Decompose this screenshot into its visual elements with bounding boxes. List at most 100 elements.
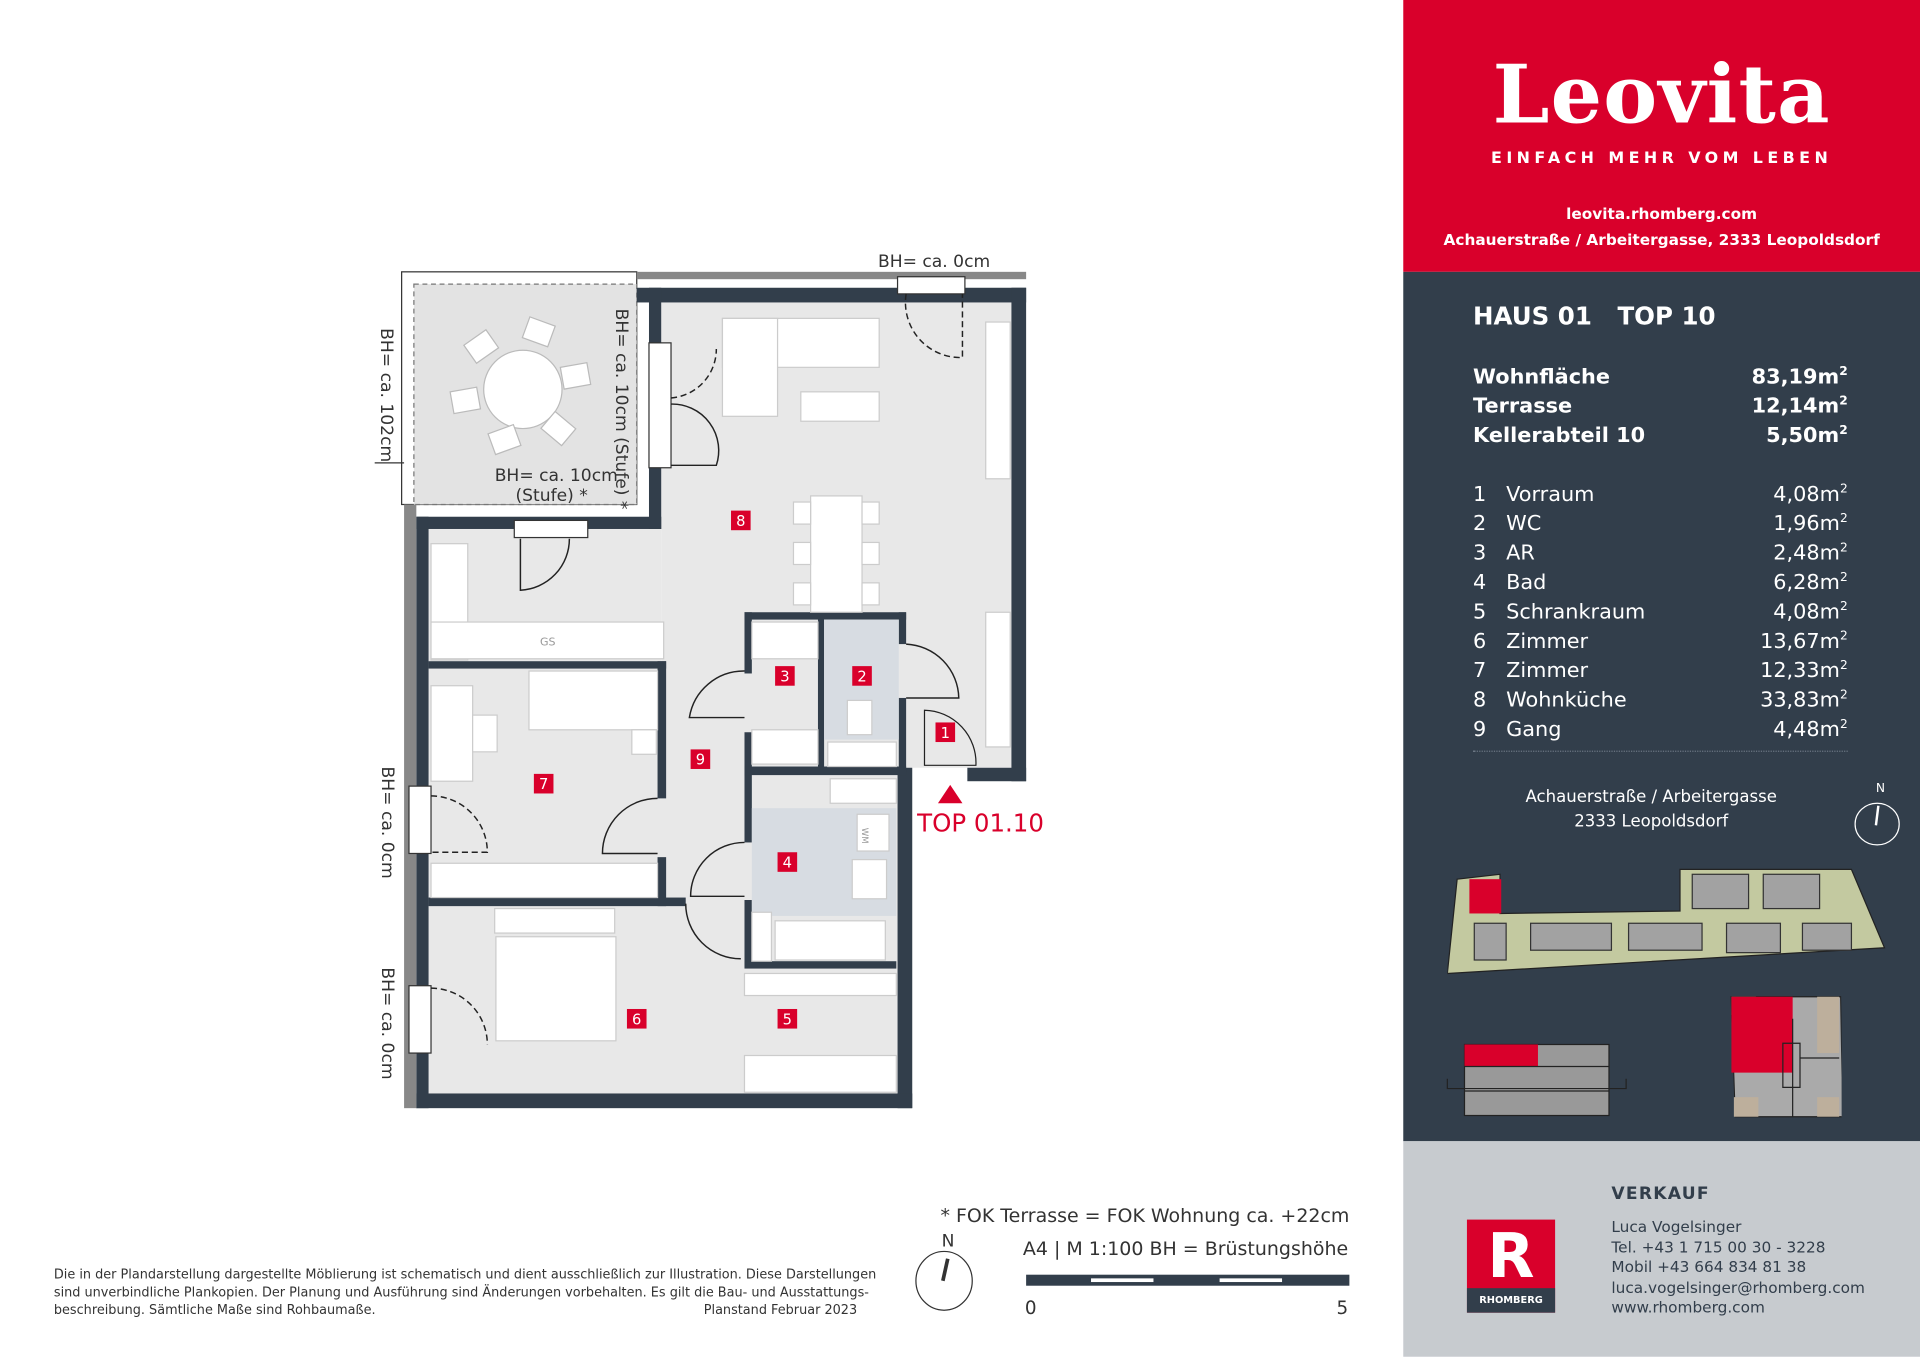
summary-row: Terrasse 12,14m2 — [1473, 394, 1848, 418]
floor-key-plan — [1730, 996, 1842, 1118]
room-marker — [852, 666, 872, 686]
room-no: 6 — [1473, 629, 1487, 654]
leovita-logo: Leovita — [1492, 46, 1831, 143]
room-area: 4,48m2 — [1773, 717, 1848, 743]
unit-label: TOP 01.10 — [916, 808, 1044, 837]
bh-label-room6: BH= ca. 0cm — [377, 967, 397, 1079]
room-name: Bad — [1506, 570, 1547, 596]
furniture — [430, 317, 1011, 1093]
room-number: 9 — [696, 752, 705, 769]
room-marker — [935, 722, 956, 743]
location-north-label: N — [1875, 782, 1886, 796]
sales-email[interactable]: luca.vogelsinger@rhomberg.com — [1611, 1278, 1865, 1297]
interior-walls — [428, 612, 907, 969]
room-marker — [777, 852, 798, 872]
scale-max: 5 — [1336, 1298, 1348, 1319]
highlighted-building — [1469, 879, 1502, 914]
room-number: 5 — [783, 1011, 792, 1028]
location-line-2: 2333 Leopoldsdorf — [1574, 811, 1729, 832]
room-area: 2,48m2 — [1773, 541, 1848, 566]
windows — [408, 276, 966, 1054]
unit-title: HAUS 01 TOP 10 — [1473, 301, 1716, 331]
doors — [431, 293, 977, 1045]
location-north-icon — [1854, 802, 1900, 846]
plan-date: Planstand Februar 2023 — [704, 1303, 857, 1318]
bh-label-room7: BH= ca. 0cm — [377, 767, 397, 879]
room-number: 3 — [780, 668, 789, 685]
north-arrow-icon — [915, 1250, 973, 1311]
room-row: 4 Bad 6,28m2 — [1473, 571, 1848, 595]
sales-mobile[interactable]: Mobil +43 664 834 81 38 — [1611, 1257, 1807, 1277]
building-section-diagram — [1446, 1043, 1627, 1117]
summary-label: Wohnfläche — [1473, 364, 1610, 390]
outer-walls — [404, 271, 1027, 1109]
room-name: Zimmer — [1506, 658, 1589, 684]
room-name: Vorraum — [1506, 482, 1595, 507]
room-number: 8 — [736, 513, 745, 530]
bh-label-top: BH= ca. 0cm — [878, 252, 990, 272]
room-name: Gang — [1506, 717, 1562, 743]
room-no: 7 — [1473, 658, 1487, 684]
brand-header: Leovita EINFACH MEHR VOM LEBEN leovita.r… — [1403, 0, 1920, 272]
room-name: AR — [1506, 541, 1535, 566]
summary-value: 83,19m2 — [1751, 364, 1848, 390]
room-number: 6 — [632, 1011, 641, 1028]
fok-note: * FOK Terrasse = FOK Wohnung ca. +22cm — [940, 1205, 1349, 1227]
room-area: 4,08m2 — [1773, 600, 1848, 625]
floor-plan: GS WM BH= ca. 0cm BH= ca. 102cm BH= ca. … — [54, 252, 1350, 1319]
bh-label-terrace-left: BH= ca. 102cm — [376, 328, 396, 462]
room-area: 13,67m2 — [1760, 629, 1848, 654]
room-number: 1 — [941, 725, 950, 742]
project-address: Achauerstraße / Arbeitergasse, 2333 Leop… — [1443, 230, 1880, 249]
room-number: 7 — [539, 776, 548, 793]
disclaimer-line-2: sind unverbindliche Plankopien. Der Plan… — [54, 1285, 869, 1301]
room-no: 1 — [1473, 482, 1487, 507]
room-marker — [626, 1008, 647, 1029]
washer-label: WM — [859, 828, 869, 844]
room-area: 12,33m2 — [1760, 658, 1848, 684]
room-no: 4 — [1473, 570, 1487, 596]
disclaimer-line-1: Die in der Plandarstellung dargestellte … — [54, 1267, 876, 1282]
sales-tel[interactable]: Tel. +43 1 715 00 30 - 3228 — [1611, 1237, 1826, 1256]
scale-min: 0 — [1025, 1298, 1037, 1319]
bh-label-terrace-right: BH= ca. 10cm (Stufe) * — [611, 309, 631, 510]
room-no: 9 — [1473, 717, 1487, 743]
bh-label-terrace-bottom: BH= ca. 10cm — [495, 466, 618, 486]
room-name: Wohnküche — [1506, 688, 1627, 713]
room-row: 9 Gang 4,48m2 — [1473, 718, 1848, 742]
dining-table-round — [449, 316, 592, 456]
room-marker — [533, 773, 554, 794]
summary-label: Kellerabteil 10 — [1473, 423, 1646, 449]
scale-bar — [1026, 1274, 1350, 1286]
sales-website[interactable]: www.rhomberg.com — [1611, 1298, 1765, 1317]
room-name: WC — [1506, 511, 1542, 537]
slogan: EINFACH MEHR VOM LEBEN — [1491, 149, 1833, 168]
site-plan-map — [1447, 868, 1886, 975]
bh-label-terrace-step: (Stufe) * — [516, 486, 589, 506]
room-area: 1,96m2 — [1773, 511, 1848, 537]
website-link[interactable]: leovita.rhomberg.com — [1566, 204, 1758, 223]
room-marker — [777, 1008, 798, 1029]
room-marker — [775, 666, 795, 686]
room-row: 6 Zimmer 13,67m2 — [1473, 629, 1848, 653]
disclaimer-line-3: beschreibung. Sämtliche Maße sind Rohbau… — [54, 1303, 376, 1318]
terrace — [374, 271, 638, 506]
summary-label: Terrasse — [1473, 394, 1573, 419]
entrance-arrow-icon — [937, 784, 963, 804]
room-name: Zimmer — [1506, 629, 1589, 654]
room-area: 6,28m2 — [1773, 570, 1848, 596]
room-number: 4 — [783, 855, 792, 872]
summary-value: 12,14m2 — [1751, 394, 1848, 419]
room-number: 2 — [857, 668, 866, 685]
room-area: 33,83m2 — [1760, 688, 1848, 713]
sales-heading: VERKAUF — [1611, 1184, 1710, 1204]
room-name: Schrankraum — [1506, 600, 1646, 625]
room-no: 3 — [1473, 541, 1487, 566]
summary-row: Wohnfläche 83,19m2 — [1473, 365, 1848, 389]
sales-name: Luca Vogelsinger — [1611, 1217, 1742, 1236]
scale-note: A4 | M 1:100 BH = Brüstungshöhe — [1023, 1238, 1348, 1260]
